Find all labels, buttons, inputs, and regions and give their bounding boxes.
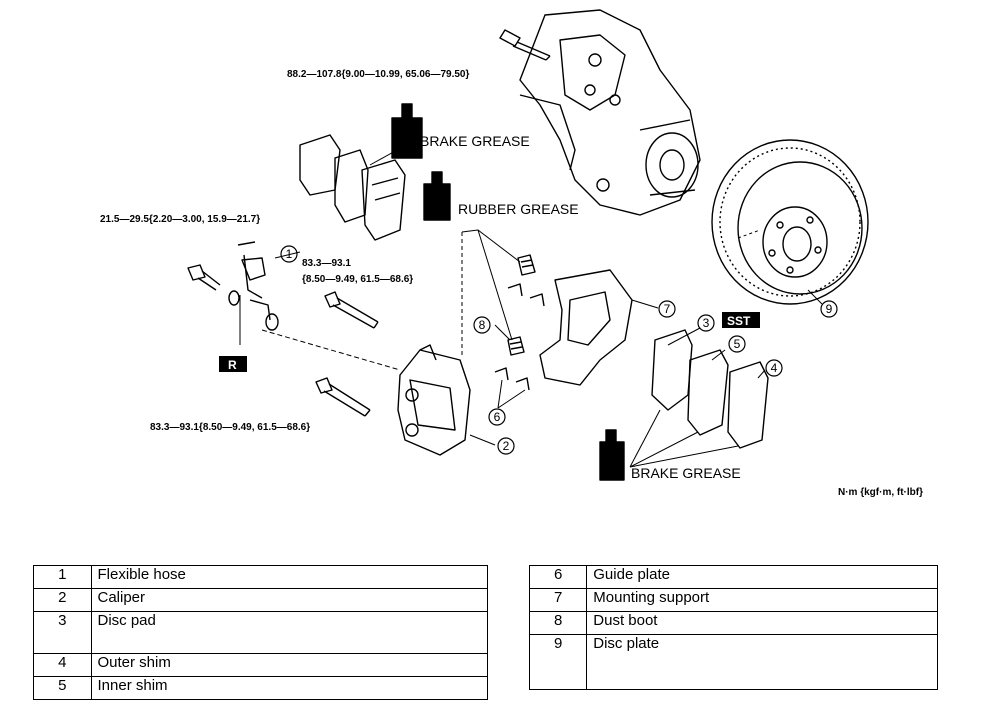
legend-number: 1 (33, 565, 92, 589)
legend-row: 1 Flexible hose (33, 565, 488, 589)
callout-3: 3 (703, 316, 710, 330)
torque-label-hose-bolt: 21.5—29.5{2.20—3.00, 15.9—21.7} (100, 214, 260, 225)
hose-bolt (187, 264, 221, 291)
legend-name: Caliper (90, 588, 488, 612)
legend-row: 9 Disc plate (528, 634, 938, 690)
washer (228, 290, 240, 306)
callout-4: 4 (771, 361, 778, 375)
callout-1: 1 (286, 247, 293, 261)
legend-name: Dust boot (586, 611, 938, 635)
legend-number: 2 (33, 588, 92, 612)
legend-row: 4 Outer shim (33, 653, 488, 677)
torque-label-guide-upper: 83.3—93.1 (302, 258, 351, 269)
torque-label-guide-lower: 83.3—93.1{8.50—9.49, 61.5—68.6} (150, 422, 310, 433)
knuckle-bolt (499, 29, 551, 61)
legend-row: 2 Caliper (33, 588, 488, 612)
torque-label-guide-upper-2: {8.50—9.49, 61.5—68.6} (302, 274, 413, 285)
grease-can-brake-top (391, 103, 423, 159)
legend-name: Flexible hose (90, 565, 488, 589)
legend-number: 7 (528, 588, 588, 612)
legend-name: Disc pad (90, 611, 488, 654)
legend-table-right: 6 Guide plate 7 Mounting support 8 Dust … (528, 565, 938, 690)
legend-number: 5 (33, 676, 92, 700)
guide-plate-drawing (494, 283, 545, 391)
guide-bolt-upper (324, 291, 379, 329)
brake-grease-label-top: BRAKE GREASE (420, 133, 530, 149)
legend-name: Outer shim (90, 653, 488, 677)
legend-name: Disc plate (586, 634, 938, 690)
legend-number: 8 (528, 611, 588, 635)
r-tag-box (219, 356, 247, 372)
r-tag: R (228, 358, 237, 372)
legend-row: 8 Dust boot (528, 611, 938, 635)
legend-row: 5 Inner shim (33, 676, 488, 700)
grease-can-text: GREASE (610, 442, 617, 472)
callout-circles (280, 245, 838, 455)
torque-label-knuckle: 88.2—107.8{9.00—10.99, 65.06—79.50} (287, 69, 469, 80)
callout-5: 5 (734, 337, 741, 351)
callout-8: 8 (479, 318, 486, 332)
legend-number: 6 (528, 565, 588, 589)
rubber-grease-label: RUBBER GREASE (458, 201, 579, 217)
legend-row: 3 Disc pad (33, 611, 488, 654)
grease-can-brake-bottom (599, 429, 625, 481)
legend-row: 6 Guide plate (528, 565, 938, 589)
flexible-hose-drawing (237, 241, 271, 321)
disc-plate-drawing (711, 139, 869, 305)
grease-can-rubber (423, 171, 451, 221)
grease-can-text: GREASE (435, 182, 442, 212)
legend-table-left: 1 Flexible hose 2 Caliper 3 Disc pad 4 O… (33, 565, 488, 700)
legend-name: Guide plate (586, 565, 938, 589)
steering-knuckle (519, 9, 701, 216)
caliper-drawing (397, 344, 471, 456)
mounting-support-drawing (539, 269, 633, 386)
legend-number: 9 (528, 634, 588, 690)
legend-row: 7 Mounting support (528, 588, 938, 612)
washer (265, 313, 279, 331)
upper-pad-set (299, 134, 406, 241)
guide-bolt-lower (315, 377, 371, 417)
unit-note: N·m {kgf·m, ft·lbf} (838, 487, 923, 498)
callout-7: 7 (664, 302, 671, 316)
legend-name: Mounting support (586, 588, 938, 612)
callout-9: 9 (826, 302, 833, 316)
callout-6: 6 (494, 410, 501, 424)
brake-grease-label-bottom: BRAKE GREASE (631, 465, 741, 481)
grease-can-text: GREASE (405, 115, 412, 145)
legend-number: 3 (33, 611, 92, 654)
dust-boot-drawing (507, 254, 536, 356)
callout-2: 2 (503, 439, 510, 453)
leader-lines (239, 139, 823, 468)
brake-assembly-diagram: GREASE GREASE GREASE 88.2—107.8{9.00—10.… (100, 9, 923, 498)
lower-pad-set (651, 329, 769, 449)
sst-tag-box (722, 312, 760, 328)
legend-name: Inner shim (90, 676, 488, 700)
sst-tag: SST (727, 314, 751, 328)
legend-number: 4 (33, 653, 92, 677)
